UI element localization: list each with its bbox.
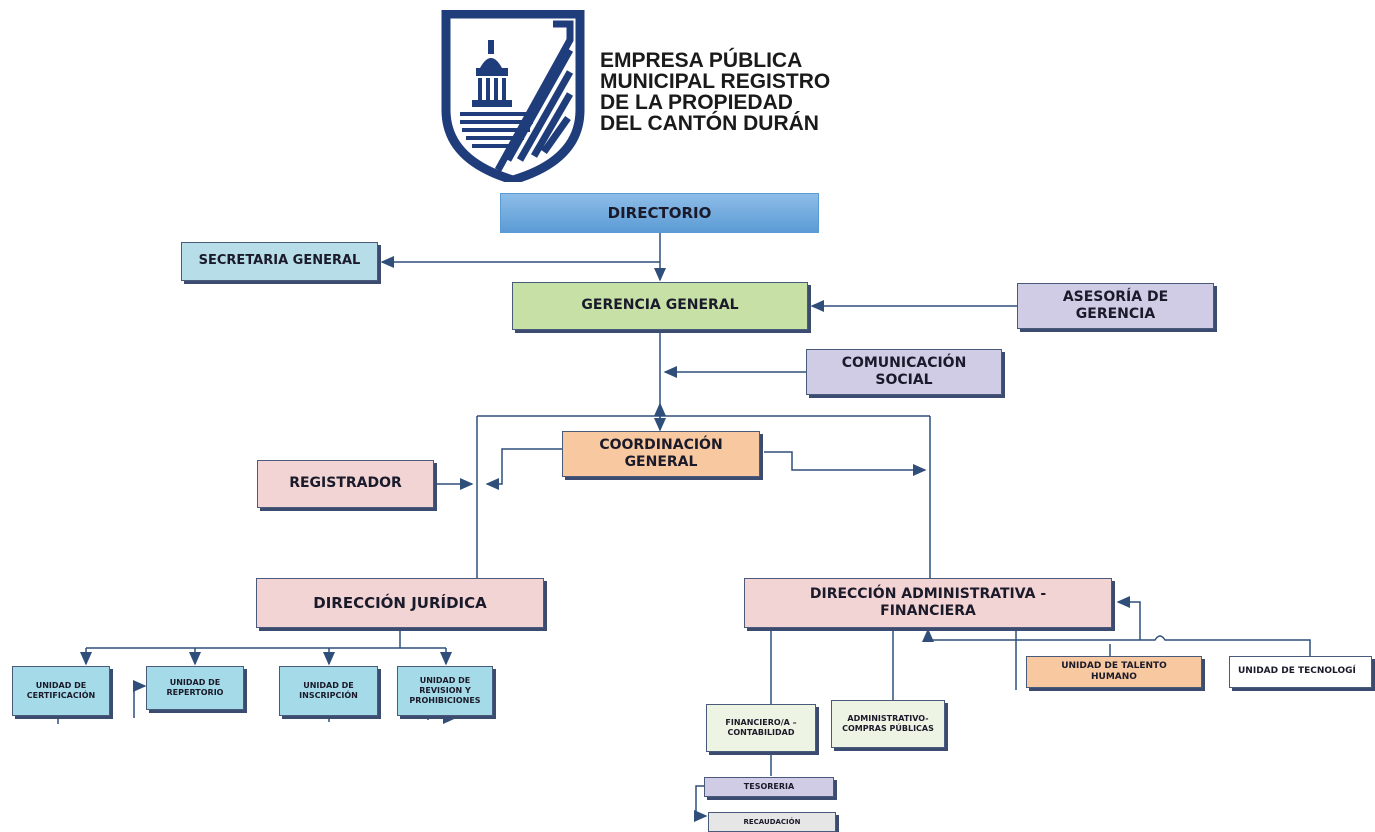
- node-financiero-contabilidad: FINANCIERO/A – CONTABILIDAD: [706, 704, 816, 752]
- node-label: TESORERIA: [743, 782, 795, 791]
- node-label: RECAUDACIÓN: [743, 818, 801, 826]
- node-comunicacion-social: COMUNICACIÓN SOCIAL: [806, 349, 1002, 395]
- node-unidad-certificacion: UNIDAD DE CERTIFICACIÓN: [12, 666, 110, 716]
- organization-title: EMPRESA PÚBLICA MUNICIPAL REGISTRO DE LA…: [600, 50, 830, 134]
- node-label: UNIDAD DE: [419, 676, 471, 685]
- node-label: REGISTRADOR: [289, 475, 402, 492]
- node-unidad-revision: UNIDAD DE REVISION Y PROHIBICIONES: [397, 666, 493, 716]
- node-label: UNIDAD DE: [169, 678, 221, 687]
- node-unidad-inscripcion: UNIDAD DE INSCRIPCIÓN: [279, 666, 378, 716]
- node-label: COMUNICACIÓN: [841, 354, 967, 371]
- node-label: REPERTORIO: [166, 688, 224, 697]
- node-label: INSCRIPCIÓN: [299, 691, 358, 700]
- node-label: UNIDAD DE TECNOLOGÍ: [1238, 666, 1356, 677]
- node-label: GERENCIA GENERAL: [581, 297, 739, 314]
- node-label: PROHIBICIONES: [409, 696, 481, 705]
- node-label: CERTIFICACIÓN: [26, 691, 96, 700]
- node-label: UNIDAD DE: [303, 681, 354, 690]
- node-label: DIRECTORIO: [607, 203, 712, 222]
- node-label: ASESORÍA DE: [1062, 288, 1169, 305]
- node-label: ADMINISTRATIVO-: [847, 714, 929, 723]
- node-secretaria-general: SECRETARIA GENERAL: [181, 242, 378, 281]
- node-tesoreria: TESORERIA: [704, 777, 834, 797]
- node-label: UNIDAD DE: [35, 681, 87, 690]
- org-title-line: MUNICIPAL REGISTRO: [600, 70, 831, 93]
- org-title-line: DEL CANTÓN DURÁN: [600, 112, 819, 135]
- node-recaudacion: RECAUDACIÓN: [708, 812, 836, 832]
- node-asesoria-gerencia: ASESORÍA DE GERENCIA: [1017, 283, 1214, 329]
- node-label: COORDINACIÓN: [599, 436, 723, 453]
- node-label: UNIDAD DE TALENTO: [1061, 660, 1167, 671]
- node-coordinacion-general: COORDINACIÓN GENERAL: [562, 431, 760, 477]
- node-direccion-administrativa: DIRECCIÓN ADMINISTRATIVA - FINANCIERA: [744, 578, 1112, 628]
- node-label: FINANCIERO/A –: [725, 718, 797, 727]
- node-label: REVISION Y: [419, 686, 471, 695]
- node-gerencia-general: GERENCIA GENERAL: [512, 282, 808, 330]
- node-label: GERENCIA: [1075, 306, 1156, 322]
- node-label: DIRECCIÓN JURÍDICA: [313, 593, 487, 612]
- node-administrativo-compras: ADMINISTRATIVO- COMPRAS PÚBLICAS: [831, 700, 945, 748]
- node-label: GENERAL: [624, 454, 698, 470]
- node-label: COMPRAS PÚBLICAS: [842, 724, 934, 733]
- node-registrador: REGISTRADOR: [257, 460, 434, 508]
- node-label: DIRECCIÓN ADMINISTRATIVA -: [809, 585, 1047, 602]
- node-label: SECRETARIA GENERAL: [198, 253, 361, 269]
- node-label: HUMANO: [1091, 672, 1137, 682]
- node-directorio: DIRECTORIO: [500, 193, 819, 233]
- node-unidad-talento-humano: UNIDAD DE TALENTO HUMANO: [1026, 656, 1202, 688]
- node-direccion-juridica: DIRECCIÓN JURÍDICA: [256, 578, 544, 628]
- node-label: CONTABILIDAD: [727, 728, 795, 737]
- municipal-shield-logo: [438, 9, 588, 185]
- org-title-line: DE LA PROPIEDAD: [600, 91, 793, 114]
- node-label: FINANCIERA: [880, 603, 976, 619]
- org-title-line: EMPRESA PÚBLICA: [600, 49, 803, 72]
- node-unidad-tecnologia: UNIDAD DE TECNOLOGÍ: [1229, 656, 1372, 688]
- node-label: SOCIAL: [875, 372, 933, 388]
- node-unidad-repertorio: UNIDAD DE REPERTORIO: [146, 666, 244, 710]
